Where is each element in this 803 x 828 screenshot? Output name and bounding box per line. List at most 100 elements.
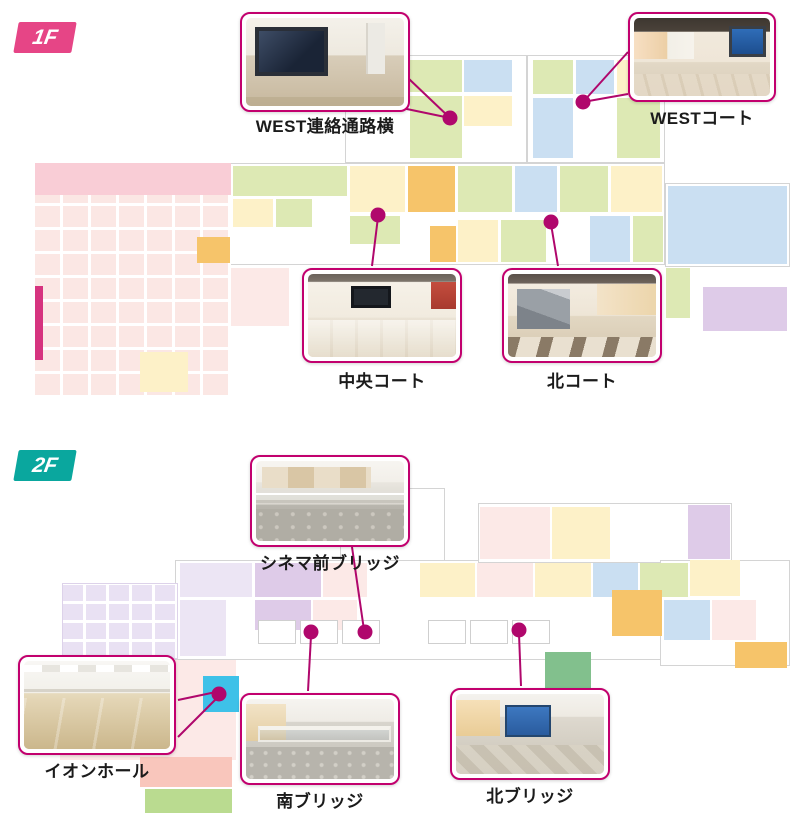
map-tile [410, 60, 462, 92]
aeon-hall-photo [24, 661, 170, 749]
photo-detail [256, 491, 404, 504]
map-tile [688, 505, 730, 559]
map-tile [477, 563, 533, 597]
map-tile [233, 166, 347, 196]
callout-aeon-hall[interactable] [18, 655, 176, 755]
map-tile [180, 600, 226, 656]
map-tile [664, 600, 710, 640]
dot-west-corridor [442, 110, 458, 126]
callout-central-court[interactable] [302, 268, 462, 363]
photo-detail [430, 282, 456, 309]
map-tile [612, 590, 662, 636]
map-tile [703, 287, 787, 331]
photo-detail [24, 664, 170, 673]
map-tile [140, 352, 188, 392]
callout-west-court[interactable] [628, 12, 776, 102]
map-tile [276, 199, 312, 227]
map-tile [480, 507, 550, 559]
cinema-front-bridge-photo [256, 461, 404, 541]
callout-label-north-court: 北コート [547, 372, 617, 391]
callout-label-cinema-bridge: シネマ前ブリッジ [260, 554, 400, 573]
floor-2f-badge: 2F [13, 450, 77, 481]
map-tile [611, 166, 662, 212]
dot-south-bridge [303, 624, 319, 640]
north-court-photo [508, 274, 656, 357]
map-tile [255, 563, 321, 597]
map-tile [350, 166, 405, 212]
callout-label-west-court: WESTコート [650, 109, 754, 128]
callout-south-bridge[interactable] [240, 693, 400, 785]
dot-west-court [575, 94, 591, 110]
dot-north-court [543, 214, 559, 230]
floor-2f-badge-label: 2F [30, 453, 60, 477]
photo-detail [256, 509, 404, 541]
map-tile [515, 166, 557, 212]
photo-detail [729, 25, 766, 57]
photo-detail [634, 74, 770, 96]
callout-cinema-bridge[interactable] [250, 455, 410, 547]
photo-detail [350, 285, 391, 309]
map-tile [576, 60, 614, 94]
map-tile [145, 789, 232, 813]
map-tile [458, 166, 512, 212]
photo-detail [365, 23, 386, 75]
map-tile [690, 560, 740, 596]
map-tile [666, 268, 690, 318]
map-tile [233, 199, 273, 227]
map-tile [180, 563, 252, 597]
parking-area [62, 583, 178, 659]
photo-detail [634, 32, 694, 59]
central-court-photo [308, 274, 456, 357]
floor-1f-badge-label: 1F [30, 25, 60, 49]
west-connecting-corridor-photo [246, 18, 404, 106]
photo-detail [456, 745, 604, 774]
photo-detail [261, 467, 372, 489]
map-tile [633, 216, 663, 262]
photo-detail [504, 705, 551, 738]
map-tile [535, 563, 591, 597]
map-tile [735, 642, 787, 668]
floor-1f-badge: 1F [13, 22, 77, 53]
callout-label-north-bridge: 北ブリッジ [486, 787, 574, 806]
callout-west-corridor[interactable] [240, 12, 410, 112]
photo-detail [246, 703, 286, 741]
callout-north-court[interactable] [502, 268, 662, 363]
west-court-photo [634, 18, 770, 96]
photo-detail [24, 689, 170, 692]
map-tile [533, 60, 573, 94]
map-tile [430, 226, 456, 262]
map-tile [258, 620, 296, 644]
north-bridge-photo [456, 694, 604, 774]
photo-detail [308, 319, 456, 357]
photo-detail [257, 726, 392, 743]
map-tile [458, 220, 498, 262]
callout-north-bridge[interactable] [450, 688, 610, 780]
dot-cinema-bridge [357, 624, 373, 640]
photo-detail [246, 747, 394, 779]
map-tile [35, 286, 43, 360]
callout-label-south-bridge: 南ブリッジ [276, 792, 364, 811]
dot-aeon-hall [211, 686, 227, 702]
map-tile [545, 652, 591, 692]
photo-detail [255, 26, 329, 77]
photo-detail [246, 97, 404, 106]
callout-label-aeon-hall: イオンホール [44, 762, 150, 781]
map-tile [428, 620, 466, 644]
map-tile [501, 220, 546, 262]
callout-label-west-corridor: WEST連絡通路横 [255, 117, 395, 136]
map-tile [231, 268, 289, 326]
dot-north-bridge [511, 622, 527, 638]
photo-detail [596, 283, 656, 316]
map-tile [464, 60, 512, 92]
photo-detail [456, 700, 501, 736]
dot-central-court [370, 207, 386, 223]
map-tile [560, 166, 608, 212]
map-tile [470, 620, 508, 644]
map-tile [464, 96, 512, 126]
photo-detail [24, 697, 170, 749]
supermarket-area [35, 163, 231, 395]
map-tile [668, 186, 787, 264]
map-tile [420, 563, 475, 597]
map-tile [552, 507, 610, 559]
